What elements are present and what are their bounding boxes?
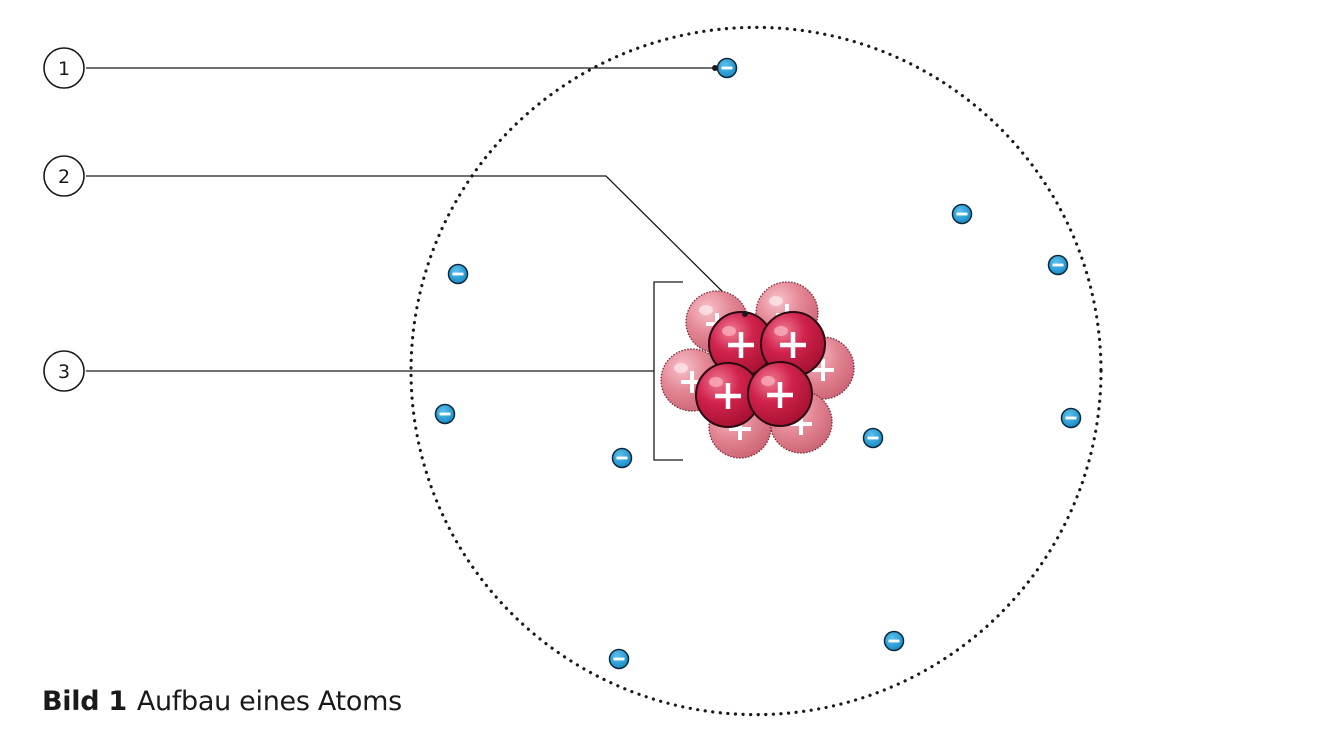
figure-title: Aufbau eines Atoms bbox=[136, 686, 402, 717]
electron bbox=[1047, 254, 1069, 276]
leader-dot-2 bbox=[742, 311, 748, 317]
label-2-text: 2 bbox=[58, 166, 70, 188]
label-2: 2 bbox=[43, 155, 85, 197]
proton bbox=[747, 361, 813, 427]
leader-line-2 bbox=[86, 175, 746, 315]
electron bbox=[716, 57, 738, 79]
electrons bbox=[434, 57, 1082, 670]
label-3-text: 3 bbox=[58, 361, 70, 383]
electron bbox=[447, 263, 469, 285]
electron bbox=[434, 403, 456, 425]
label-3: 3 bbox=[43, 350, 85, 392]
figure-caption: Bild 1 Aufbau eines Atoms bbox=[42, 686, 402, 717]
electron bbox=[611, 447, 633, 469]
figure-number: Bild 1 bbox=[42, 686, 127, 717]
nucleus-bracket bbox=[653, 281, 683, 461]
electron bbox=[862, 427, 884, 449]
electron bbox=[883, 630, 905, 652]
label-1: 1 bbox=[43, 47, 85, 89]
label-circle bbox=[43, 350, 85, 392]
electron bbox=[1060, 407, 1082, 429]
electron bbox=[608, 648, 630, 670]
label-circle bbox=[43, 47, 85, 89]
label-1-text: 1 bbox=[58, 58, 70, 80]
leader-lines bbox=[86, 67, 746, 461]
atomic-nucleus bbox=[660, 281, 855, 459]
label-circle bbox=[43, 155, 85, 197]
proton bbox=[760, 311, 826, 377]
electron bbox=[951, 203, 973, 225]
leader-dot-1 bbox=[712, 65, 718, 71]
electron-shell bbox=[409, 25, 1103, 717]
